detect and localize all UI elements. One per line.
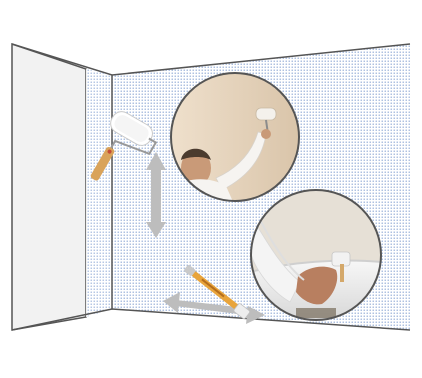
paint-roller-icon bbox=[90, 111, 158, 181]
left-wall bbox=[11, 42, 87, 331]
left-wall-patterned-section bbox=[86, 69, 112, 317]
vertical-double-arrow-icon bbox=[146, 152, 166, 238]
floor-edge bbox=[11, 308, 411, 331]
photo-rolling-wall bbox=[170, 72, 300, 202]
paint-brush-icon bbox=[184, 265, 250, 319]
ceiling-edge bbox=[11, 43, 411, 76]
photo-brushing-edge bbox=[250, 189, 382, 321]
